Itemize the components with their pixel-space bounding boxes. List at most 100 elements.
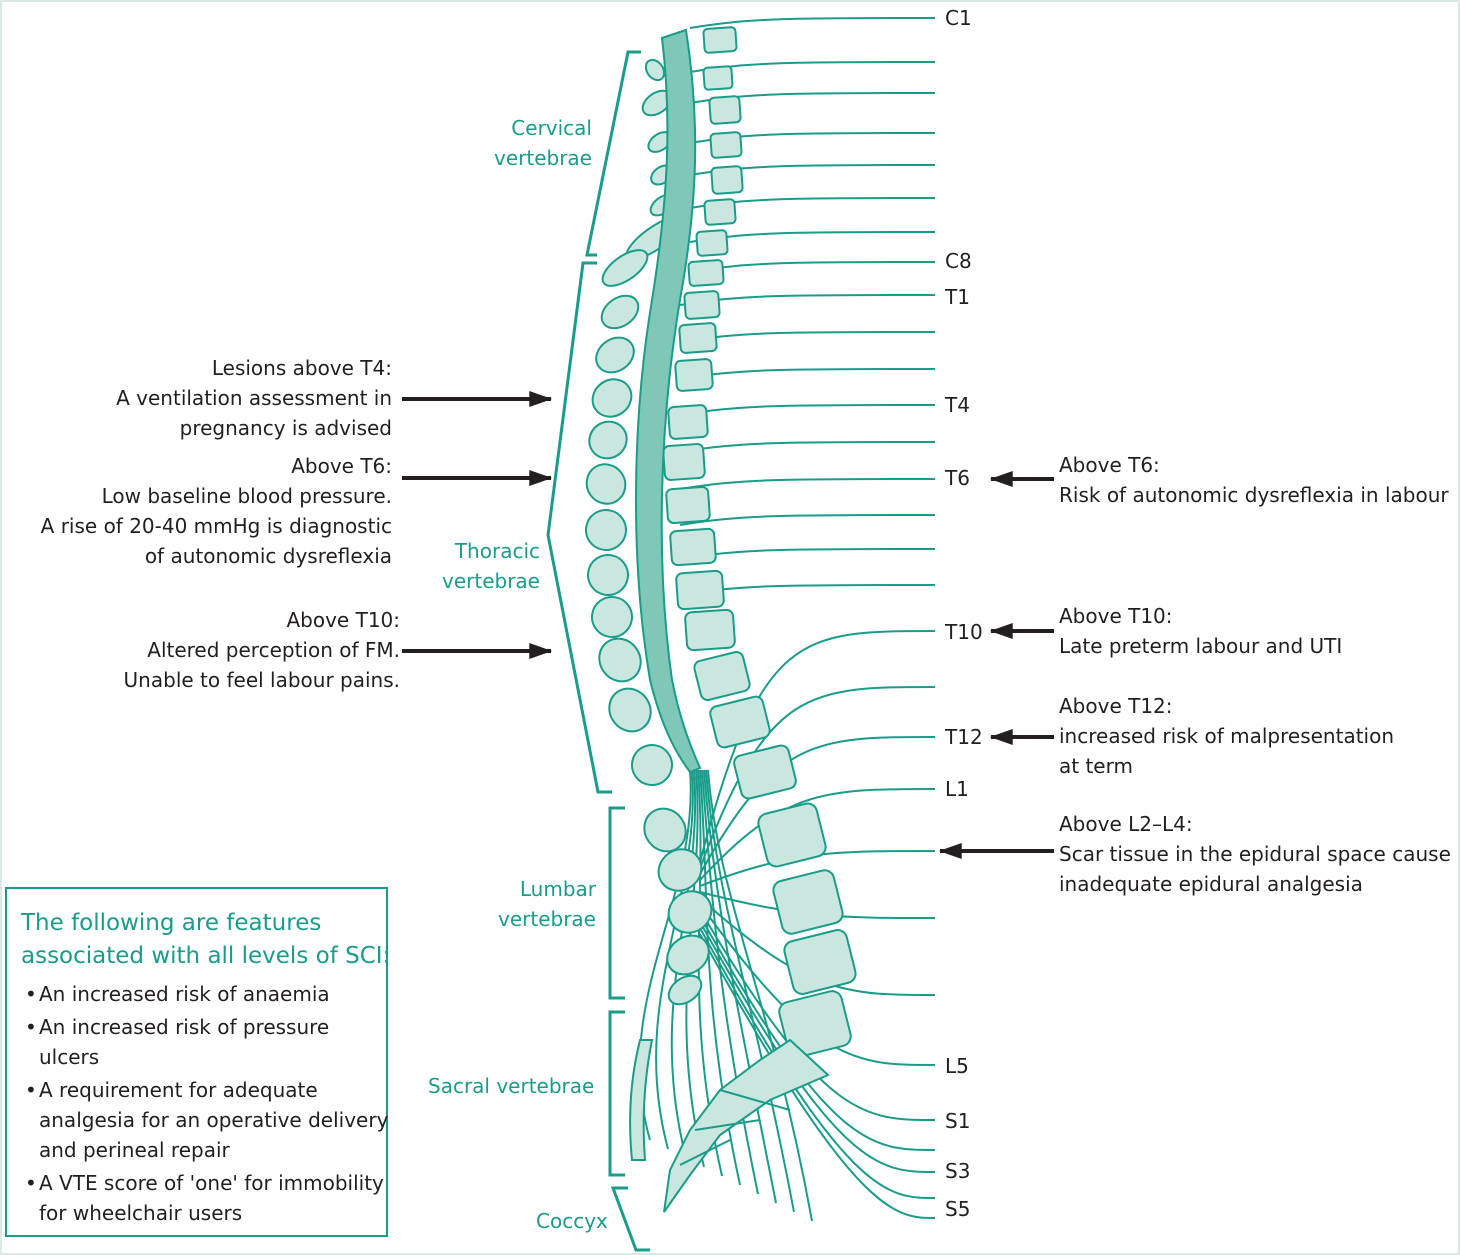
list-item: An increased risk of pressure ulcers — [19, 1012, 389, 1072]
note-line: A rise of 20-40 mmHg is diagnostic — [20, 511, 392, 541]
vertebral-body — [703, 66, 732, 90]
region-sacral: Sacral vertebrae — [428, 1071, 594, 1101]
vertebral-body — [666, 487, 710, 524]
features-box: The following are features associated wi… — [5, 887, 388, 1237]
nerve-root — [690, 262, 935, 272]
note-line: inadequate epidural analgesia — [1059, 869, 1451, 899]
level-c8: C8 — [945, 249, 972, 273]
spinous-process — [589, 330, 640, 379]
spinous-process — [591, 631, 649, 690]
spinous-process — [624, 737, 680, 793]
nerve-root — [680, 442, 935, 452]
vertebral-body — [670, 529, 716, 566]
nerve-root — [680, 479, 935, 489]
spinal-cord — [636, 30, 700, 772]
note-line: Above T10: — [1059, 601, 1342, 631]
level-c1: C1 — [945, 6, 972, 30]
vertebral-body — [663, 444, 705, 481]
vertebral-body — [693, 651, 751, 702]
vertebral-body — [710, 132, 742, 158]
note-line: of autonomic dysreflexia — [20, 541, 392, 571]
vertebral-body — [688, 260, 724, 286]
region-thoracic-line1: Thoracic — [418, 536, 540, 566]
note-line: Lesions above T4: — [40, 353, 392, 383]
note-line: pregnancy is advised — [40, 413, 392, 443]
nerve-root — [680, 405, 935, 415]
note-right-t10: Above T10: Late preterm labour and UTI — [1059, 601, 1342, 661]
nerve-root — [680, 515, 935, 525]
note-left-t6: Above T6: Low baseline blood pressure. A… — [20, 451, 392, 571]
note-line: Low baseline blood pressure. — [20, 481, 392, 511]
list-item: A VTE score of 'one' for immobility for … — [19, 1168, 389, 1228]
spinous-process — [596, 289, 645, 335]
region-cervical-line1: Cervical — [470, 113, 592, 143]
vertebral-body — [684, 291, 720, 319]
spinous-process — [582, 414, 634, 465]
features-list: An increased risk of anaemia An increase… — [19, 979, 389, 1231]
region-thoracic: Thoracic vertebrae — [418, 536, 540, 596]
nerve-root — [680, 369, 935, 379]
vertebral-body — [696, 230, 728, 256]
spinous-process — [584, 589, 640, 645]
spinous-process — [579, 457, 633, 512]
spinous-process — [661, 883, 720, 941]
level-l5: L5 — [945, 1054, 969, 1078]
level-t4: T4 — [945, 393, 970, 417]
vertebral-body — [685, 609, 736, 650]
note-line: Above T6: — [1059, 450, 1449, 480]
region-cervical: Cervical vertebrae — [470, 113, 592, 173]
vertebral-body — [704, 199, 736, 225]
note-line: A ventilation assessment in — [40, 383, 392, 413]
vertebral-body — [782, 928, 857, 996]
region-lumbar-line1: Lumbar — [474, 874, 596, 904]
vertebral-body — [709, 96, 741, 124]
level-t10: T10 — [945, 620, 983, 644]
note-line: increased risk of malpresentation — [1059, 721, 1394, 751]
level-l1: L1 — [945, 777, 969, 801]
note-line: Above T10: — [60, 605, 400, 635]
list-item: A requirement for adequate analgesia for… — [19, 1075, 389, 1165]
list-item: An increased risk of anaemia — [19, 979, 389, 1009]
vertebral-body — [756, 802, 827, 869]
vertebral-body — [733, 744, 798, 800]
note-line: Unable to feel labour pains. — [60, 665, 400, 695]
note-right-l2-l4: Above L2–L4: Scar tissue in the epidural… — [1059, 809, 1451, 899]
spinous-process — [580, 547, 636, 603]
vertebral-body — [771, 868, 844, 935]
level-t6: T6 — [945, 466, 970, 490]
note-line: Scar tissue in the epidural space cause — [1059, 839, 1451, 869]
sacral-crest — [630, 1040, 652, 1160]
note-right-t6: Above T6: Risk of autonomic dysreflexia … — [1059, 450, 1449, 510]
region-thoracic-line2: vertebrae — [418, 566, 540, 596]
vertebral-body — [675, 359, 713, 391]
spinous-process — [585, 372, 638, 424]
vertebral-body — [711, 166, 743, 194]
spinous-process — [597, 243, 653, 292]
note-left-t10: Above T10: Altered perception of FM. Una… — [60, 605, 400, 695]
level-s1: S1 — [945, 1109, 970, 1133]
region-coccyx: Coccyx — [536, 1206, 608, 1236]
note-line: Risk of autonomic dysreflexia in labour — [1059, 480, 1449, 510]
spinous-process — [601, 681, 659, 740]
level-s5: S5 — [945, 1197, 970, 1221]
vertebral-body — [676, 570, 724, 609]
vertebral-body — [668, 405, 708, 440]
note-left-t4: Lesions above T4: A ventilation assessme… — [40, 353, 392, 443]
vertebral-body — [679, 323, 717, 353]
note-line: Late preterm labour and UTI — [1059, 631, 1342, 661]
nerve-root — [680, 549, 935, 559]
level-s3: S3 — [945, 1159, 970, 1183]
region-lumbar: Lumbar vertebrae — [474, 874, 596, 934]
level-t1: T1 — [945, 285, 970, 309]
note-right-t12: Above T12: increased risk of malpresenta… — [1059, 691, 1394, 781]
nerve-root — [680, 332, 935, 342]
note-line: Above T6: — [20, 451, 392, 481]
features-box-title: The following are features associated wi… — [21, 907, 391, 973]
note-line: at term — [1059, 751, 1394, 781]
region-lumbar-line2: vertebrae — [474, 904, 596, 934]
level-t12: T12 — [945, 725, 983, 749]
spinous-process — [578, 502, 634, 558]
note-line: Above T12: — [1059, 691, 1394, 721]
note-line: Altered perception of FM. — [60, 635, 400, 665]
region-cervical-line2: vertebrae — [470, 143, 592, 173]
